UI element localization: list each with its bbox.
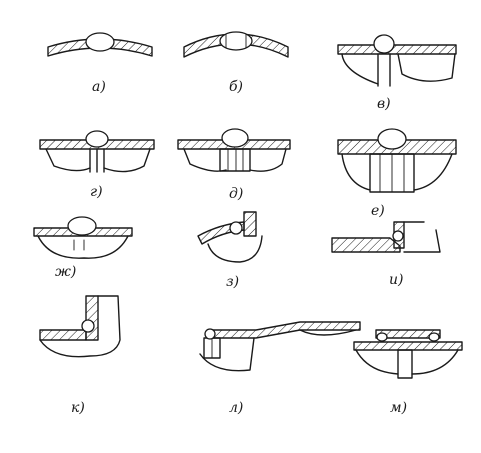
panel-m: м) bbox=[353, 329, 463, 416]
label-b: б) bbox=[229, 79, 243, 95]
panel-l: л) bbox=[199, 321, 361, 416]
panel-e: е) bbox=[337, 128, 457, 219]
label-m: м) bbox=[390, 400, 407, 416]
label-zh: ж) bbox=[55, 264, 76, 280]
label-g: г) bbox=[90, 184, 103, 200]
label-z: з) bbox=[226, 274, 239, 290]
panel-b: б) bbox=[183, 31, 289, 95]
label-k: к) bbox=[71, 400, 85, 416]
panel-i: и) bbox=[331, 221, 441, 288]
label-v: в) bbox=[377, 96, 391, 112]
label-i: и) bbox=[389, 272, 403, 288]
label-d: д) bbox=[229, 186, 243, 202]
panel-d: д) bbox=[177, 128, 291, 202]
label-a: а) bbox=[92, 79, 106, 95]
panel-a: а) bbox=[47, 32, 153, 95]
panel-g: г) bbox=[39, 130, 155, 200]
label-l: л) bbox=[229, 400, 243, 416]
panel-v: в) bbox=[337, 34, 457, 112]
panel-z: з) bbox=[197, 211, 263, 290]
panel-zh: ж) bbox=[33, 216, 133, 280]
label-e: е) bbox=[371, 203, 385, 219]
panel-k: к) bbox=[39, 295, 121, 416]
